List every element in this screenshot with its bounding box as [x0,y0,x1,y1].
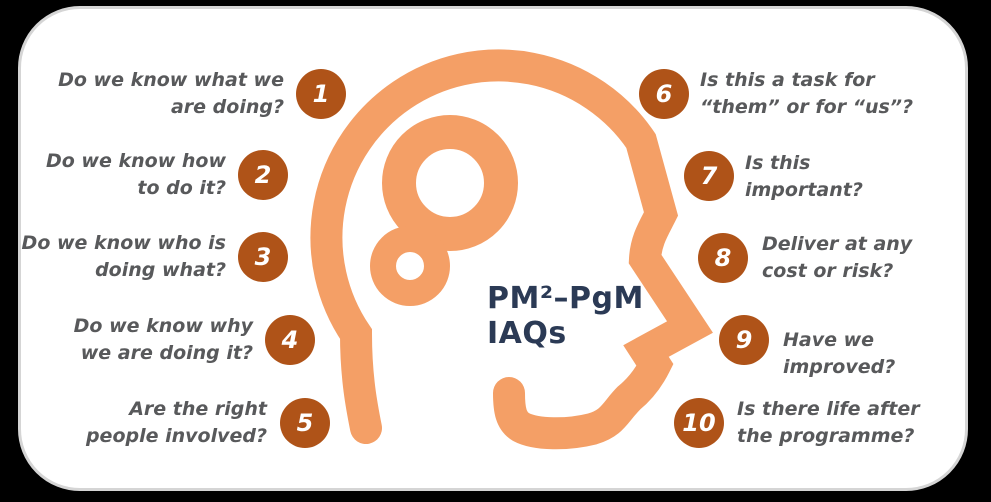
question-badge-7: 7 [684,151,734,201]
rounded-card-background [18,6,968,491]
question-text-2: Do we know how to do it? [45,150,226,199]
diagram-title: PM²–PgM IAQs [487,281,644,351]
question-badge-3: 3 [238,232,288,282]
question-badge-9: 9 [719,315,769,365]
question-badge-2: 2 [238,150,288,200]
question-badge-5: 5 [280,398,330,448]
question-text-8: Deliver at any cost or risk? [762,233,913,282]
question-badge-8: 8 [698,233,748,283]
question-text-9: Have we improved? [783,329,896,378]
question-text-10: Is there life after the programme? [737,398,920,447]
question-badge-1: 1 [296,69,346,119]
brain-small-circle-icon [370,226,450,306]
question-text-3: Do we know who is doing what? [21,232,226,281]
question-badge-4: 4 [265,315,315,365]
question-text-5: Are the right people involved? [85,398,267,447]
brain-large-circle-icon [382,115,518,251]
question-text-1: Do we know what we are doing? [58,69,284,118]
question-text-4: Do we know why we are doing it? [73,315,253,364]
question-badge-10: 10 [674,398,724,448]
head-outline-icon [310,49,713,450]
question-text-6: Is this a task for “them” or for “us”? [700,69,914,118]
question-text-7: Is this important? [745,152,863,201]
question-badge-6: 6 [639,69,689,119]
